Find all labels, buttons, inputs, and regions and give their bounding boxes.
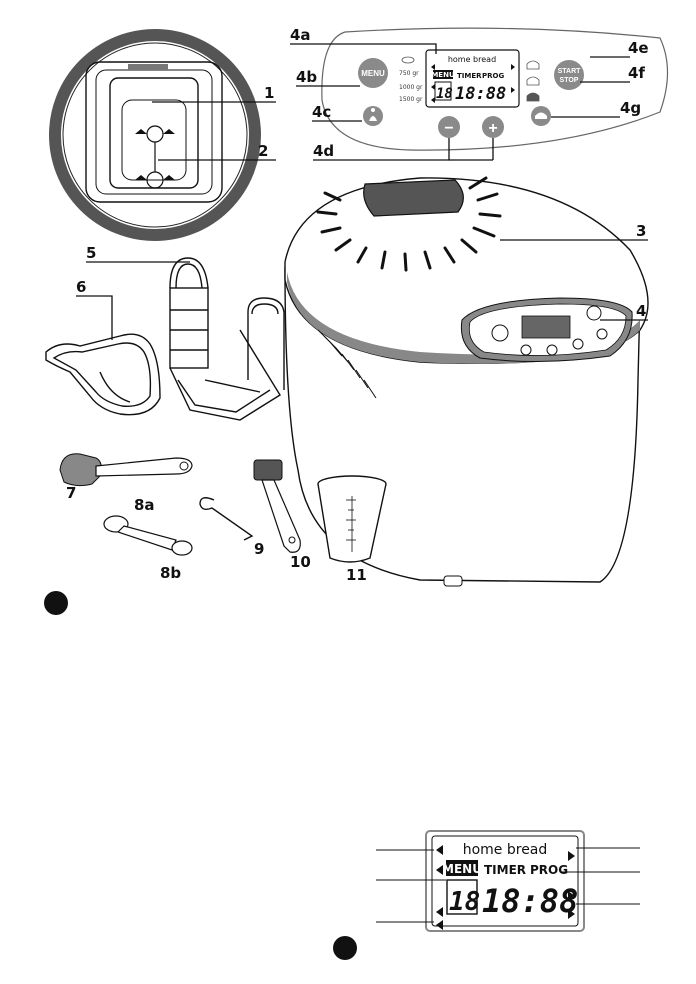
callout-8a: 8a: [134, 496, 155, 514]
callout-4b: 4b: [296, 68, 317, 86]
panel-lcd-timer: TIMER: [457, 72, 482, 80]
lid-window: [364, 180, 464, 216]
section-marker-bottom: [333, 936, 357, 960]
panel-lcd-time-digits: 18:88: [455, 84, 506, 104]
callout-4g: 4g: [620, 99, 641, 117]
callout-1: 1: [264, 84, 274, 102]
panel-lcd-program-digits: 18: [436, 86, 453, 102]
lcd-time-digits: 18:88: [482, 882, 578, 920]
weight-1500-label: 1500 gr: [399, 96, 423, 103]
callout-4: 4: [636, 302, 646, 320]
minus-label: −: [444, 120, 453, 137]
measuring-spoon: [104, 516, 192, 555]
panel-lcd-menu: MENU: [431, 71, 455, 79]
small-hook: [200, 498, 252, 540]
stop-label: STOP: [560, 77, 579, 84]
brush: [254, 460, 300, 552]
lcd-timer: TIMER: [484, 863, 526, 877]
lcd-detail: home bread MENU TIMER PROG 18 18:88: [426, 831, 584, 931]
rack-accessory: [170, 258, 284, 420]
lcd-prog: PROG: [530, 863, 568, 877]
callout-10: 10: [290, 553, 311, 571]
start-stop-button[interactable]: [554, 60, 584, 90]
start-label: START: [558, 68, 582, 75]
menu-button-label: MENU: [361, 69, 385, 78]
plus-label: +: [488, 120, 497, 137]
callout-11: 11: [346, 566, 367, 584]
callout-3: 3: [636, 222, 646, 240]
panel-lcd-brand: home bread: [448, 55, 496, 64]
callout-4a: 4a: [290, 26, 311, 44]
lcd-brand: home bread: [463, 842, 548, 858]
control-panel: MENU 750 gr 1000 gr 1500 gr home bread M…: [322, 28, 668, 150]
callout-8b: 8b: [160, 564, 181, 582]
callout-6: 6: [76, 278, 86, 296]
callout-4f: 4f: [628, 64, 645, 82]
panel-lcd-prog: PROG: [482, 72, 504, 80]
callout-9: 9: [254, 540, 264, 558]
lcd-menu: MENU: [442, 862, 482, 876]
weight-1000-label: 1000 gr: [399, 84, 423, 91]
callout-2: 2: [258, 142, 268, 160]
callout-4c: 4c: [312, 103, 331, 121]
pan-detail-circle: [55, 35, 255, 235]
weight-750-label: 750 gr: [399, 70, 419, 77]
callout-4d: 4d: [313, 142, 334, 160]
lcd-program-digits: 18: [449, 887, 480, 917]
callout-7: 7: [66, 484, 76, 502]
panel-lcd: home bread MENU TIMER PROG 18 18:88: [426, 50, 519, 107]
section-marker-top: [44, 591, 68, 615]
callout-4e: 4e: [628, 39, 649, 57]
callout-5: 5: [86, 244, 96, 262]
tray-accessory: [46, 334, 160, 414]
hook-tool: [60, 454, 192, 486]
